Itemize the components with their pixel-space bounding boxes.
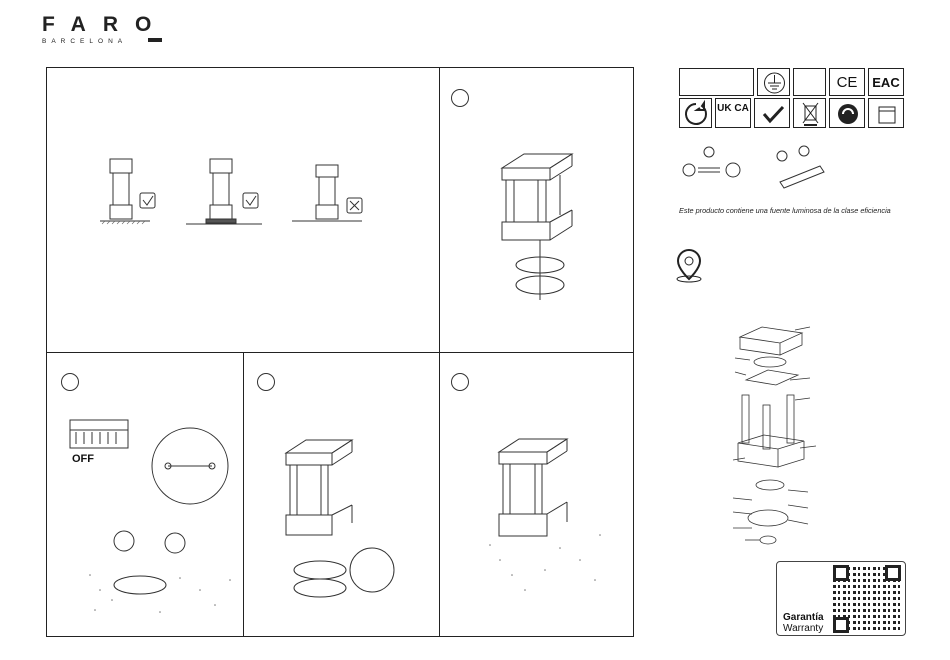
- qr-code-icon[interactable]: [833, 565, 901, 633]
- warranty-label-es: Garantía: [783, 612, 824, 623]
- warranty-card: Garantía Warranty: [776, 561, 906, 636]
- warranty-label-en: Warranty: [783, 623, 823, 634]
